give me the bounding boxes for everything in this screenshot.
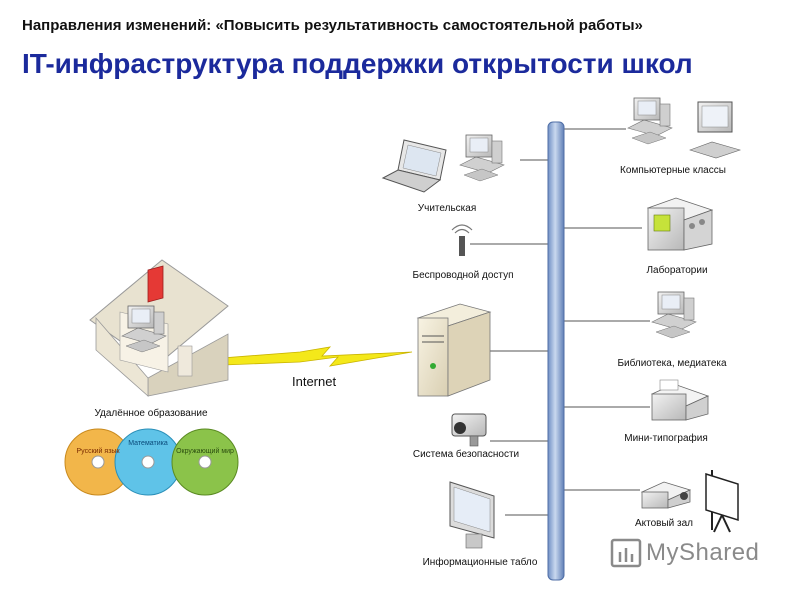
- label-laboratories: Лаборатории: [646, 265, 708, 276]
- label-security: Система безопасности: [412, 449, 520, 460]
- network-bus: [547, 121, 565, 581]
- internet-bolt: [195, 346, 413, 367]
- label-internet: Internet: [292, 374, 337, 389]
- projector-icon: [640, 481, 692, 509]
- disc-title: Математика: [128, 440, 168, 447]
- disc-title: Русский язык: [76, 448, 120, 455]
- security-camera-icon: [451, 413, 487, 447]
- server-icon: [416, 303, 492, 397]
- label-assembly-hall: Актовый зал: [634, 518, 694, 529]
- watermark-logo-icon: [610, 538, 642, 568]
- cd-disc-icon: [64, 428, 239, 496]
- watermark-text: MyShared: [646, 539, 760, 566]
- laptop-icon: [381, 139, 447, 193]
- lcd-monitor-icon: [449, 481, 495, 549]
- label-mini-print: Мини-типография: [624, 433, 708, 444]
- label-computer-classes: Компьютерные классы: [620, 165, 726, 176]
- lcd-monitor-icon: [689, 101, 742, 159]
- wireless-antenna-icon: [451, 224, 473, 256]
- label-library: Библиотека, медиатека: [617, 358, 727, 369]
- header-text: Направления изменений: «Повысить результ…: [22, 17, 643, 34]
- printer-icon: [650, 379, 710, 421]
- lab-device-icon: [646, 197, 714, 251]
- label-teachers-room: Учительская: [417, 203, 477, 214]
- desktop-computer-icon: [627, 97, 673, 145]
- connection-lines: [470, 128, 650, 516]
- house-icon: [89, 259, 229, 397]
- desktop-computer-icon: [651, 291, 697, 339]
- label-remote-education: Удалённое образование: [94, 408, 208, 419]
- screen-icon: [705, 470, 739, 533]
- label-info-boards: Информационные табло: [422, 557, 538, 568]
- label-wireless: Беспроводной доступ: [412, 270, 514, 281]
- desktop-computer-icon: [459, 134, 505, 182]
- disc-title: Окружающий мир: [176, 448, 234, 455]
- page-title: IT-инфраструктура поддержки открытости ш…: [22, 48, 693, 79]
